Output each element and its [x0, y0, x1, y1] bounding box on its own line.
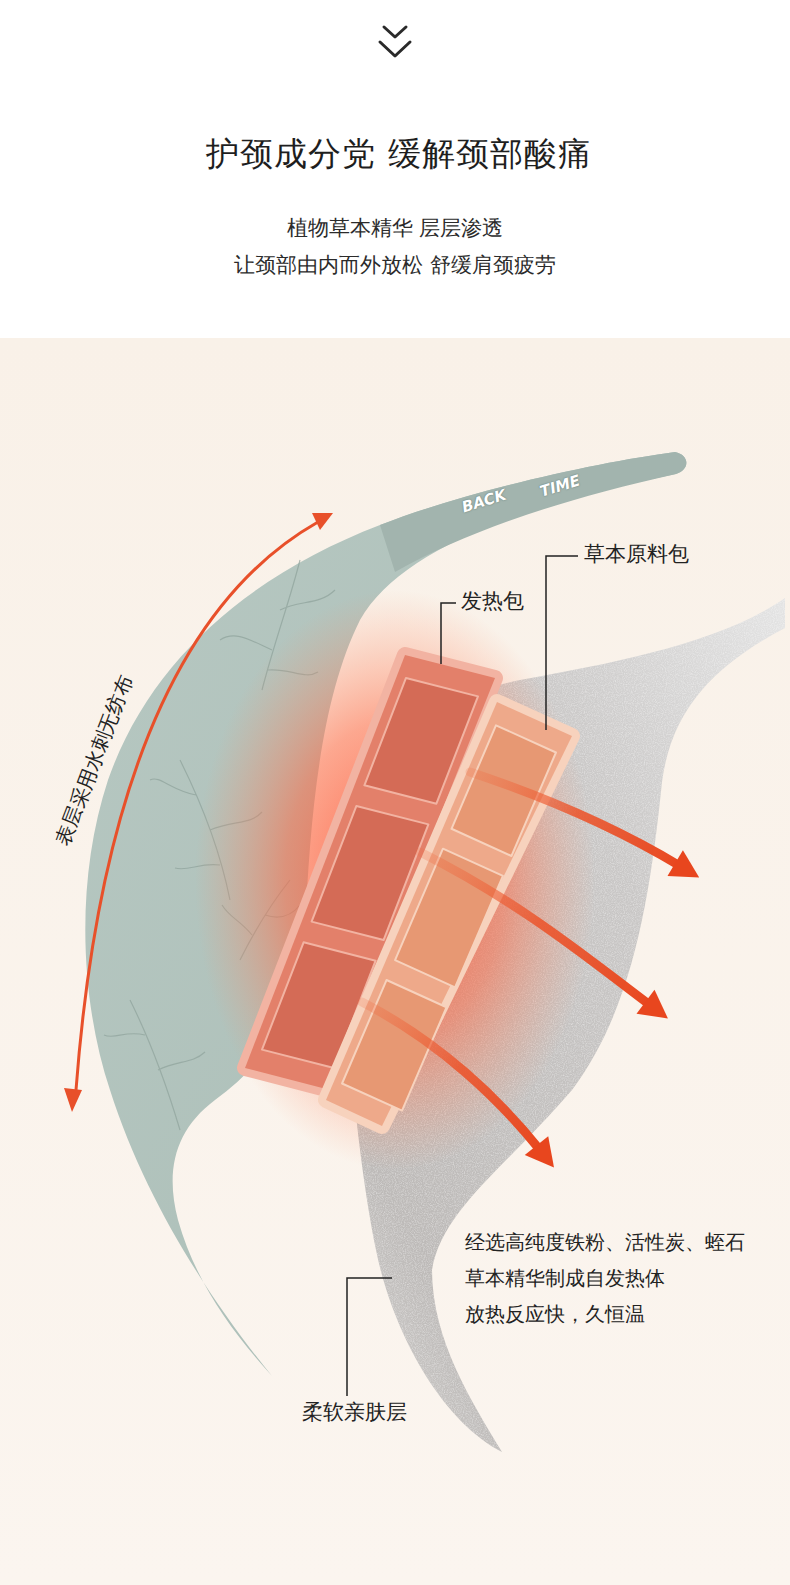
subtitle: 让颈部由内而外放松 舒缓肩颈疲劳: [234, 253, 556, 278]
heat-arrow-head: [637, 990, 668, 1019]
material-note: 草本精华制成自发热体: [465, 1266, 665, 1290]
heat-arrow-shaft: [420, 852, 650, 1005]
subtitle: 植物草本精华 层层渗透: [287, 216, 504, 241]
heat-arrows: [362, 772, 699, 1167]
chevron-icon: [380, 27, 410, 56]
logo-text: BACK: [460, 486, 509, 516]
part-label: 柔软亲肤层: [302, 1400, 407, 1425]
heat-arrow-shaft: [470, 772, 680, 866]
layer-note: 表层采用水刺无纺布: [51, 672, 138, 849]
material-note: 经选高纯度铁粉、活性炭、蛭石: [465, 1230, 745, 1254]
logo-text: TIME: [538, 471, 582, 500]
part-label: 发热包: [461, 589, 524, 614]
part-label: 草本原料包: [584, 542, 689, 567]
heat-arrow-head: [525, 1136, 554, 1167]
illustration-ground: [0, 338, 790, 1585]
pads: [245, 655, 572, 1126]
pad-cell: [451, 725, 555, 856]
heat-arrow-shaft: [362, 1002, 540, 1150]
length-arrow: [64, 513, 333, 1112]
material-note: 放热反应快，久恒温: [465, 1302, 645, 1326]
heat-arrow-head: [667, 850, 699, 877]
heat-glow: [195, 590, 595, 1170]
page-title: 护颈成分党 缓解颈部酸痛: [4, 134, 790, 174]
